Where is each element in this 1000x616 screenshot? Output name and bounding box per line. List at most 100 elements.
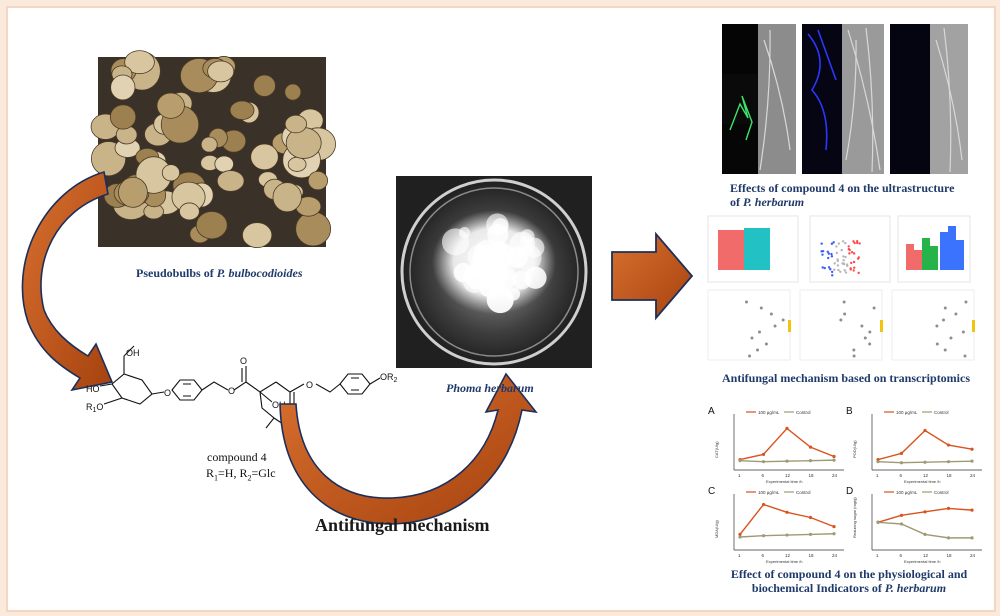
enrichment-bar xyxy=(940,232,948,270)
pseudobulb xyxy=(179,202,200,221)
volcano-point xyxy=(830,270,834,274)
x-tick-label: 6 xyxy=(762,553,765,558)
volcano-point xyxy=(850,261,853,265)
pseudobulb xyxy=(253,74,276,97)
volcano-point xyxy=(830,252,833,256)
petri-dish-photo xyxy=(396,176,592,368)
x-tick-label: 6 xyxy=(900,553,903,558)
x-axis-label: Experimental time /h xyxy=(904,559,940,564)
control-series-point xyxy=(970,459,974,463)
pseudobulb xyxy=(272,182,302,213)
dot-legend xyxy=(788,320,791,332)
pseudobulbs-photo xyxy=(90,50,336,248)
treated-series-point xyxy=(761,502,766,507)
enrichment-dot xyxy=(961,330,965,334)
x-tick-label: 18 xyxy=(809,553,815,558)
control-series-point xyxy=(832,532,836,536)
x-tick-label: 12 xyxy=(785,473,791,478)
control-series-point xyxy=(923,460,927,464)
blue-fluorescence xyxy=(807,29,837,151)
control-series-point xyxy=(832,458,836,462)
enrichment-bar xyxy=(906,244,914,270)
volcano-point xyxy=(848,252,851,255)
volcano-point xyxy=(837,242,841,245)
panel-letter: D xyxy=(846,486,853,497)
volcano-point xyxy=(840,248,843,252)
enrichment-dot xyxy=(755,348,759,352)
label-r1o: R1O xyxy=(86,402,103,414)
x-tick-label: 12 xyxy=(923,473,929,478)
physiology-caption: Effect of compound 4 on the physiologica… xyxy=(730,567,968,595)
volcano-point xyxy=(837,268,840,272)
enrichment-dot xyxy=(764,342,768,346)
mycelium-tuft xyxy=(453,263,473,283)
pseudobulb xyxy=(200,136,218,153)
x-tick-label: 1 xyxy=(876,473,879,478)
treated-series-point xyxy=(970,447,974,451)
treated-series-point xyxy=(832,525,836,529)
pseudobulb xyxy=(242,222,273,248)
volcano-point xyxy=(845,263,849,266)
x-tick-label: 6 xyxy=(762,473,765,478)
treated-series-point xyxy=(923,428,927,433)
enrichment-dot xyxy=(852,354,856,358)
x-tick-label: 1 xyxy=(876,553,879,558)
enrichment-dot xyxy=(759,306,763,310)
volcano-point xyxy=(853,266,856,269)
mycelium-tuft xyxy=(524,266,547,289)
label-o-carbonyl1: O xyxy=(240,356,247,366)
label-or2: OR2 xyxy=(380,372,398,384)
volcano-point xyxy=(830,242,834,245)
x-axis-label: Experimental time /h xyxy=(766,559,802,564)
bar-group-2 xyxy=(744,228,770,270)
volcano-point xyxy=(856,241,859,245)
legend-label-control: Control xyxy=(934,490,949,495)
volcano-point xyxy=(826,250,829,253)
control-series-point xyxy=(738,535,742,539)
volcano-point xyxy=(849,268,852,271)
x-tick-label: 18 xyxy=(947,473,953,478)
enrichment-dot xyxy=(769,312,773,316)
enrichment-dot xyxy=(872,306,876,310)
control-series-point xyxy=(946,460,951,464)
volcano-point xyxy=(852,269,855,272)
volcano-point xyxy=(841,262,844,265)
treated-series-point xyxy=(923,510,927,514)
label-o-link: O xyxy=(164,388,171,398)
x-axis-label: Experimental time /h xyxy=(904,479,940,484)
volcano-point xyxy=(821,253,824,256)
enrichment-dot xyxy=(868,330,872,334)
volcano-point xyxy=(839,270,842,274)
control-series-point xyxy=(738,459,742,463)
volcano-point xyxy=(850,250,854,254)
enrichment-dot xyxy=(773,324,777,328)
control-series-point xyxy=(761,460,766,464)
structure-labels: OH HO R1O O O O O O OH OR2 xyxy=(86,348,398,418)
pseudobulb xyxy=(284,83,302,101)
volcano-point xyxy=(857,271,860,275)
enrichment-dot xyxy=(949,336,953,340)
x-tick-label: 18 xyxy=(809,473,815,478)
x-tick-label: 12 xyxy=(785,553,791,558)
legend-label-control: Control xyxy=(796,490,811,495)
enrichment-dot xyxy=(942,318,946,322)
hypha xyxy=(865,27,874,173)
y-axis-label: CAT(U/g) xyxy=(714,441,719,458)
hypha xyxy=(845,39,857,161)
pseudobulb xyxy=(207,60,235,83)
volcano-point xyxy=(842,259,845,262)
curved-arrow-left xyxy=(21,170,114,392)
panel-letter: C xyxy=(708,486,715,497)
volcano-point xyxy=(830,255,834,258)
volcano-point xyxy=(820,242,823,245)
volcano-point xyxy=(852,240,855,243)
microscopy-panel xyxy=(722,24,968,174)
mycelium-tuft xyxy=(520,229,535,244)
volcano-point xyxy=(833,262,836,265)
enrichment-dot xyxy=(954,312,958,316)
control-series-point xyxy=(876,520,880,524)
y-axis-label: Reducing sugar (mg/g) xyxy=(852,497,857,538)
